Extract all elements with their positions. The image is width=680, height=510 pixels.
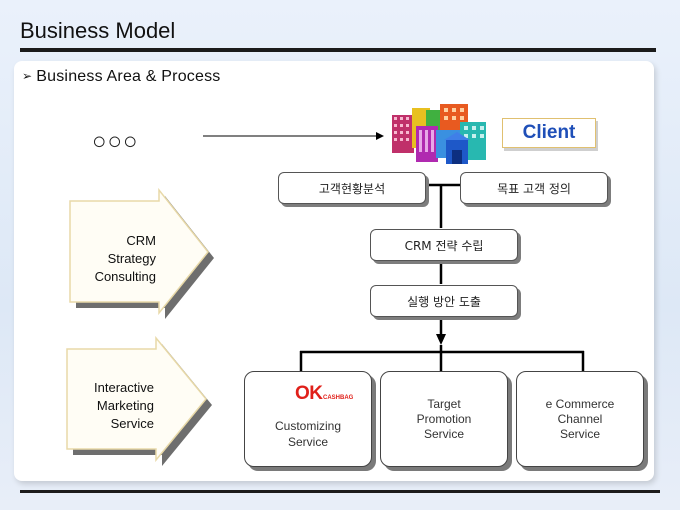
section-heading-label: Business Area & Process (36, 68, 221, 85)
connector-arrowhead (436, 334, 446, 345)
process-strategy: CRM 전략 수립 (370, 229, 518, 261)
page-title: Business Model (20, 18, 176, 43)
process-target-definition: 목표 고객 정의 (460, 172, 608, 204)
interactive-line1: Interactive (94, 380, 154, 395)
bullet-arrow-icon: ➢ (22, 69, 33, 83)
service-customizing-line1: Customizing (274, 419, 342, 433)
crm-line1: CRM (126, 233, 156, 248)
service-ecommerce-line1: e Commerce (545, 397, 615, 411)
client-label: Client (502, 118, 596, 148)
service-ecommerce-channel: e Commerce Channel Service (516, 371, 644, 467)
interactive-line2: Marketing (96, 398, 154, 413)
service-customizing-line2: Service (287, 435, 328, 449)
title-divider (20, 48, 656, 52)
interactive-arrow-label: Interactive Marketing Service (66, 379, 154, 433)
buildings-icon (392, 104, 486, 164)
service-target-line2: Promotion (416, 412, 472, 426)
service-target-promotion: Target Promotion Service (380, 371, 508, 467)
interactive-arrow-shape (66, 335, 212, 466)
crm-arrow-shape (69, 187, 214, 319)
crm-line2: Strategy (107, 251, 156, 266)
service-target-line3: Service (423, 427, 464, 441)
service-ecommerce-line2: Channel (557, 412, 603, 426)
crm-arrow-label: CRM Strategy Consulting (70, 232, 156, 286)
bottom-divider (20, 490, 660, 493)
service-target-line1: Target (427, 397, 461, 411)
process-current-status: 고객현황분석 (278, 172, 426, 204)
service-ecommerce-line3: Service (559, 427, 600, 441)
placeholder-circles: ○○○ (92, 128, 139, 155)
section-heading: ➢Business Area & Process (22, 68, 221, 86)
service-customizing: OK CASHBAG Customizing Service (244, 371, 372, 467)
ok-logo-text: OK (295, 383, 323, 404)
process-execution: 실행 방안 도출 (370, 285, 518, 317)
crm-line3: Consulting (94, 269, 156, 284)
ok-logo-subtext: CASHBAG (323, 395, 354, 401)
interactive-line3: Service (110, 416, 154, 431)
